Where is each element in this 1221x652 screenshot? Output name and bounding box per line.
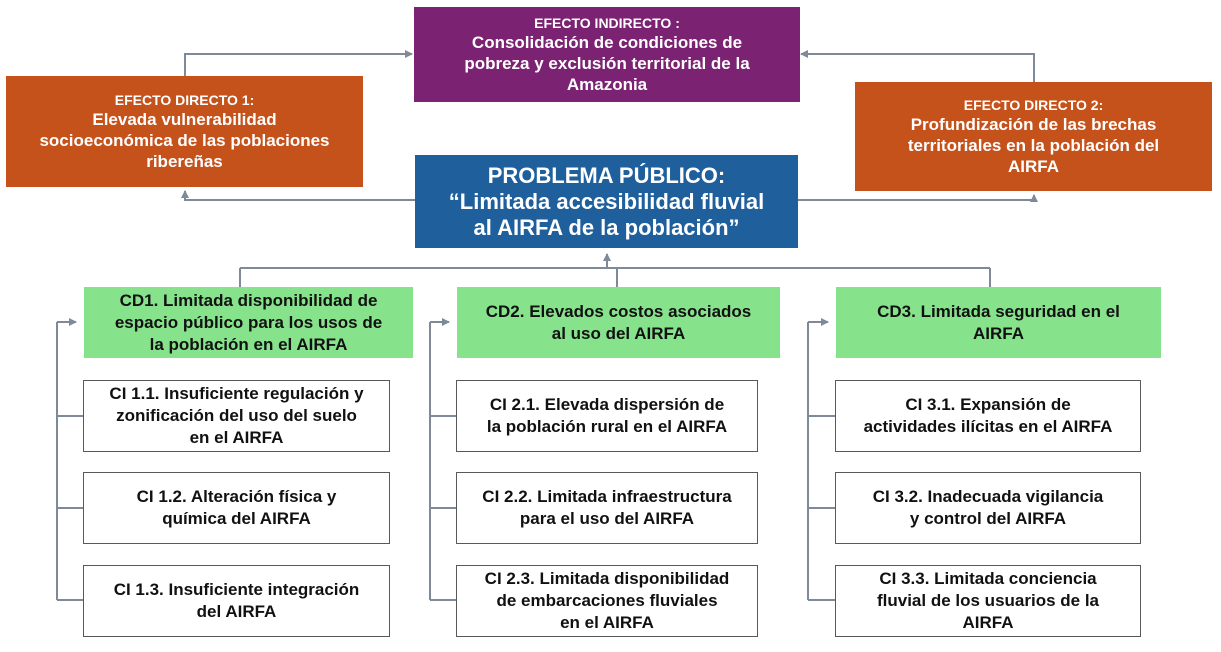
direct-cause-2-line: al uso del AIRFA	[551, 323, 686, 343]
indirect-cause-2-1-box: CI 2.1. Elevada dispersión de la poblaci…	[456, 380, 758, 452]
direct-effect-1-line: ribereñas	[146, 151, 223, 171]
indirect-cause-3-2-line: CI 3.2. Inadecuada vigilancia	[872, 487, 1104, 506]
direct-effect-2-line: territoriales en la población del	[907, 135, 1160, 155]
indirect-cause-2-3-box: CI 2.3. Limitada disponibilidad de embar…	[456, 565, 758, 637]
indirect-cause-2-1-line: CI 2.1. Elevada dispersión de	[489, 395, 725, 414]
public-problem-line: al AIRFA de la población”	[473, 214, 740, 240]
direct-cause-1-line: la población en el AIRFA	[149, 334, 348, 354]
public-problem-line: “Limitada accesibilidad fluvial	[448, 188, 765, 214]
indirect-cause-1-1-box: CI 1.1. Insuficiente regulación y zonifi…	[83, 380, 390, 452]
indirect-cause-3-3-line: fluvial de los usuarios de la	[876, 591, 1099, 610]
indirect-effect-box: EFECTO INDIRECTO : Consolidación de cond…	[414, 7, 800, 102]
public-problem-line: PROBLEMA PÚBLICO:	[487, 162, 726, 188]
indirect-cause-1-2-box: CI 1.2. Alteración física y química del …	[83, 472, 390, 544]
direct-effect-1-heading: EFECTO DIRECTO 1:	[114, 91, 255, 108]
public-problem-box: PROBLEMA PÚBLICO: “Limitada accesibilida…	[415, 155, 798, 248]
indirect-cause-2-3-line: en el AIRFA	[560, 613, 654, 632]
indirect-effect-line: Amazonia	[566, 74, 648, 94]
indirect-cause-3-3-line: CI 3.3. Limitada conciencia	[879, 569, 1097, 588]
indirect-cause-1-1-line: zonificación del uso del suelo	[116, 406, 357, 425]
indirect-cause-1-3-line: CI 1.3. Insuficiente integración	[113, 580, 360, 599]
indirect-cause-3-2-line: y control del AIRFA	[909, 509, 1067, 528]
direct-effect-1-line: Elevada vulnerabilidad	[92, 109, 277, 129]
direct-cause-3-line: CD3. Limitada seguridad en el	[877, 301, 1120, 321]
indirect-cause-2-2-box: CI 2.2. Limitada infraestructura para el…	[456, 472, 758, 544]
indirect-cause-1-3-line: del AIRFA	[196, 602, 277, 621]
indirect-cause-2-2-line: para el uso del AIRFA	[519, 509, 695, 528]
direct-effect-2-box: EFECTO DIRECTO 2: Profundización de las …	[855, 82, 1212, 191]
indirect-cause-1-3-box: CI 1.3. Insuficiente integración del AIR…	[83, 565, 390, 637]
indirect-cause-2-2-line: CI 2.2. Limitada infraestructura	[482, 487, 732, 506]
indirect-cause-1-2-line: química del AIRFA	[162, 509, 311, 528]
indirect-cause-3-3-line: AIRFA	[962, 613, 1014, 632]
indirect-effect-line: pobreza y exclusión territorial de la	[464, 53, 750, 73]
indirect-cause-2-1-line: la población rural en el AIRFA	[486, 417, 728, 436]
indirect-cause-1-2-line: CI 1.2. Alteración física y	[136, 487, 337, 506]
arrow-problem-to-effect1	[181, 190, 415, 201]
direct-effect-2-line: Profundización de las brechas	[910, 114, 1157, 134]
indirect-cause-3-3-box: CI 3.3. Limitada conciencia fluvial de l…	[835, 565, 1141, 637]
indirect-effect-line: Consolidación de condiciones de	[471, 32, 743, 52]
direct-effect-2-line: AIRFA	[1008, 156, 1059, 176]
indirect-cause-1-1-line: en el AIRFA	[189, 428, 284, 447]
arrow-effect1-to-indirect	[184, 50, 413, 77]
direct-cause-1-box: CD1. Limitada disponibilidad de espacio …	[84, 287, 413, 358]
indirect-cause-2-3-line: CI 2.3. Limitada disponibilidad	[484, 569, 730, 588]
indirect-cause-3-2-box: CI 3.2. Inadecuada vigilancia y control …	[835, 472, 1141, 544]
indirect-cause-3-1-box: CI 3.1. Expansión de actividades ilícita…	[835, 380, 1141, 452]
direct-cause-1-line: CD1. Limitada disponibilidad de	[119, 290, 378, 310]
indirect-cause-1-1-line: CI 1.1. Insuficiente regulación y	[109, 384, 364, 403]
direct-cause-1-line: espacio público para los usos de	[114, 312, 383, 332]
arrow-effect2-to-indirect	[800, 50, 1035, 83]
indirect-cause-2-3-line: de embarcaciones fluviales	[496, 591, 718, 610]
direct-cause-2-box: CD2. Elevados costos asociados al uso de…	[457, 287, 780, 358]
arrow-problem-to-effect2	[798, 194, 1038, 202]
direct-effect-1-box: EFECTO DIRECTO 1: Elevada vulnerabilidad…	[6, 76, 363, 187]
indirect-effect-heading: EFECTO INDIRECTO :	[534, 14, 680, 31]
indirect-cause-3-1-line: CI 3.1. Expansión de	[905, 395, 1071, 414]
indirect-cause-3-1-line: actividades ilícitas en el AIRFA	[863, 417, 1113, 436]
direct-effect-1-line: socioeconómica de las poblaciones	[39, 130, 330, 150]
direct-cause-3-box: CD3. Limitada seguridad en el AIRFA	[836, 287, 1161, 358]
direct-cause-3-line: AIRFA	[973, 323, 1024, 343]
direct-cause-2-line: CD2. Elevados costos asociados	[485, 301, 752, 321]
direct-effect-2-heading: EFECTO DIRECTO 2:	[963, 96, 1104, 113]
